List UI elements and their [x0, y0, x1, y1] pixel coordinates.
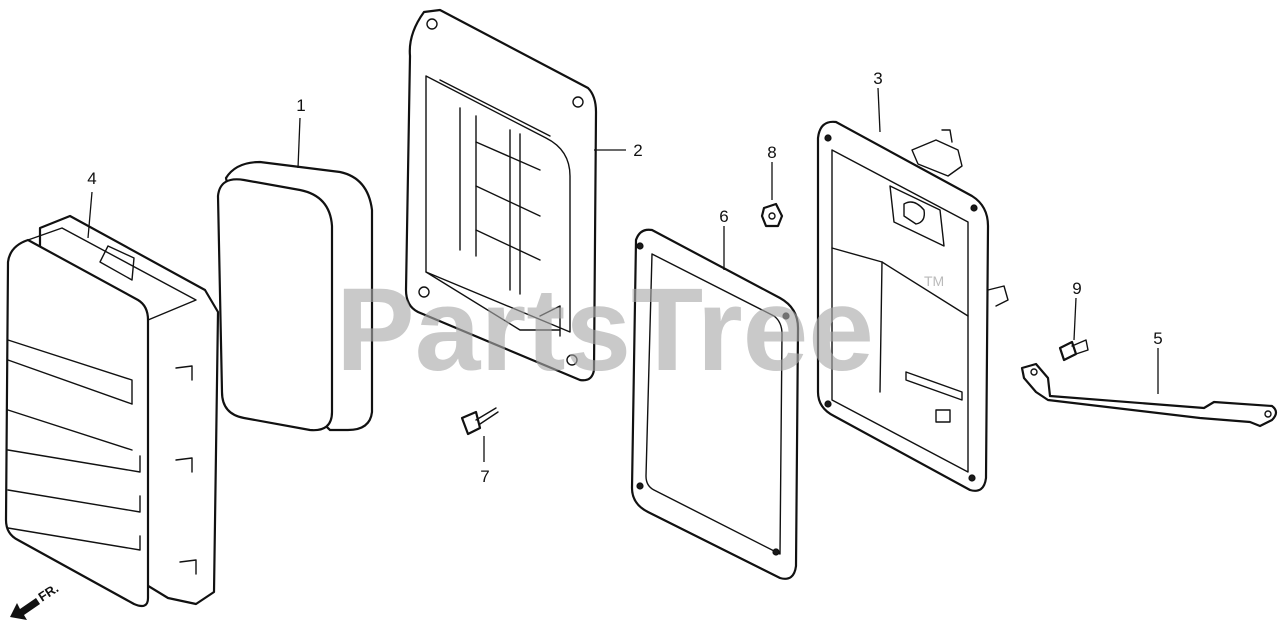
callout-8: 8	[767, 143, 776, 162]
callout-2: 2	[633, 141, 642, 160]
callout-4: 4	[87, 169, 96, 188]
leader-line-4	[87, 191, 93, 239]
leader-line-9	[1073, 297, 1077, 341]
air-cleaner-base	[816, 120, 1009, 492]
callout-5: 5	[1153, 329, 1162, 348]
callout-7: 7	[480, 467, 489, 486]
arrow-down-left-icon	[10, 598, 40, 620]
watermark-trademark: TM	[924, 273, 944, 289]
leader-line-3	[877, 87, 881, 133]
gasket	[630, 228, 800, 580]
air-cleaner-element	[216, 160, 374, 432]
front-direction-marker: FR.	[10, 581, 61, 620]
flange-bolt-7	[460, 407, 499, 436]
flange-nut-8	[760, 202, 784, 228]
air-cleaner-case	[404, 8, 598, 382]
callout-9: 9	[1072, 279, 1081, 298]
stay-bracket	[1020, 362, 1278, 428]
bolt-9	[1058, 339, 1089, 362]
leader-line-1	[297, 117, 301, 169]
callout-6: 6	[719, 207, 728, 226]
callout-3: 3	[873, 69, 882, 88]
front-direction-label: FR.	[35, 581, 61, 605]
callout-1: 1	[296, 96, 305, 115]
air-cleaner-cover	[4, 214, 220, 608]
watermark-text: PartsTree	[336, 264, 874, 396]
